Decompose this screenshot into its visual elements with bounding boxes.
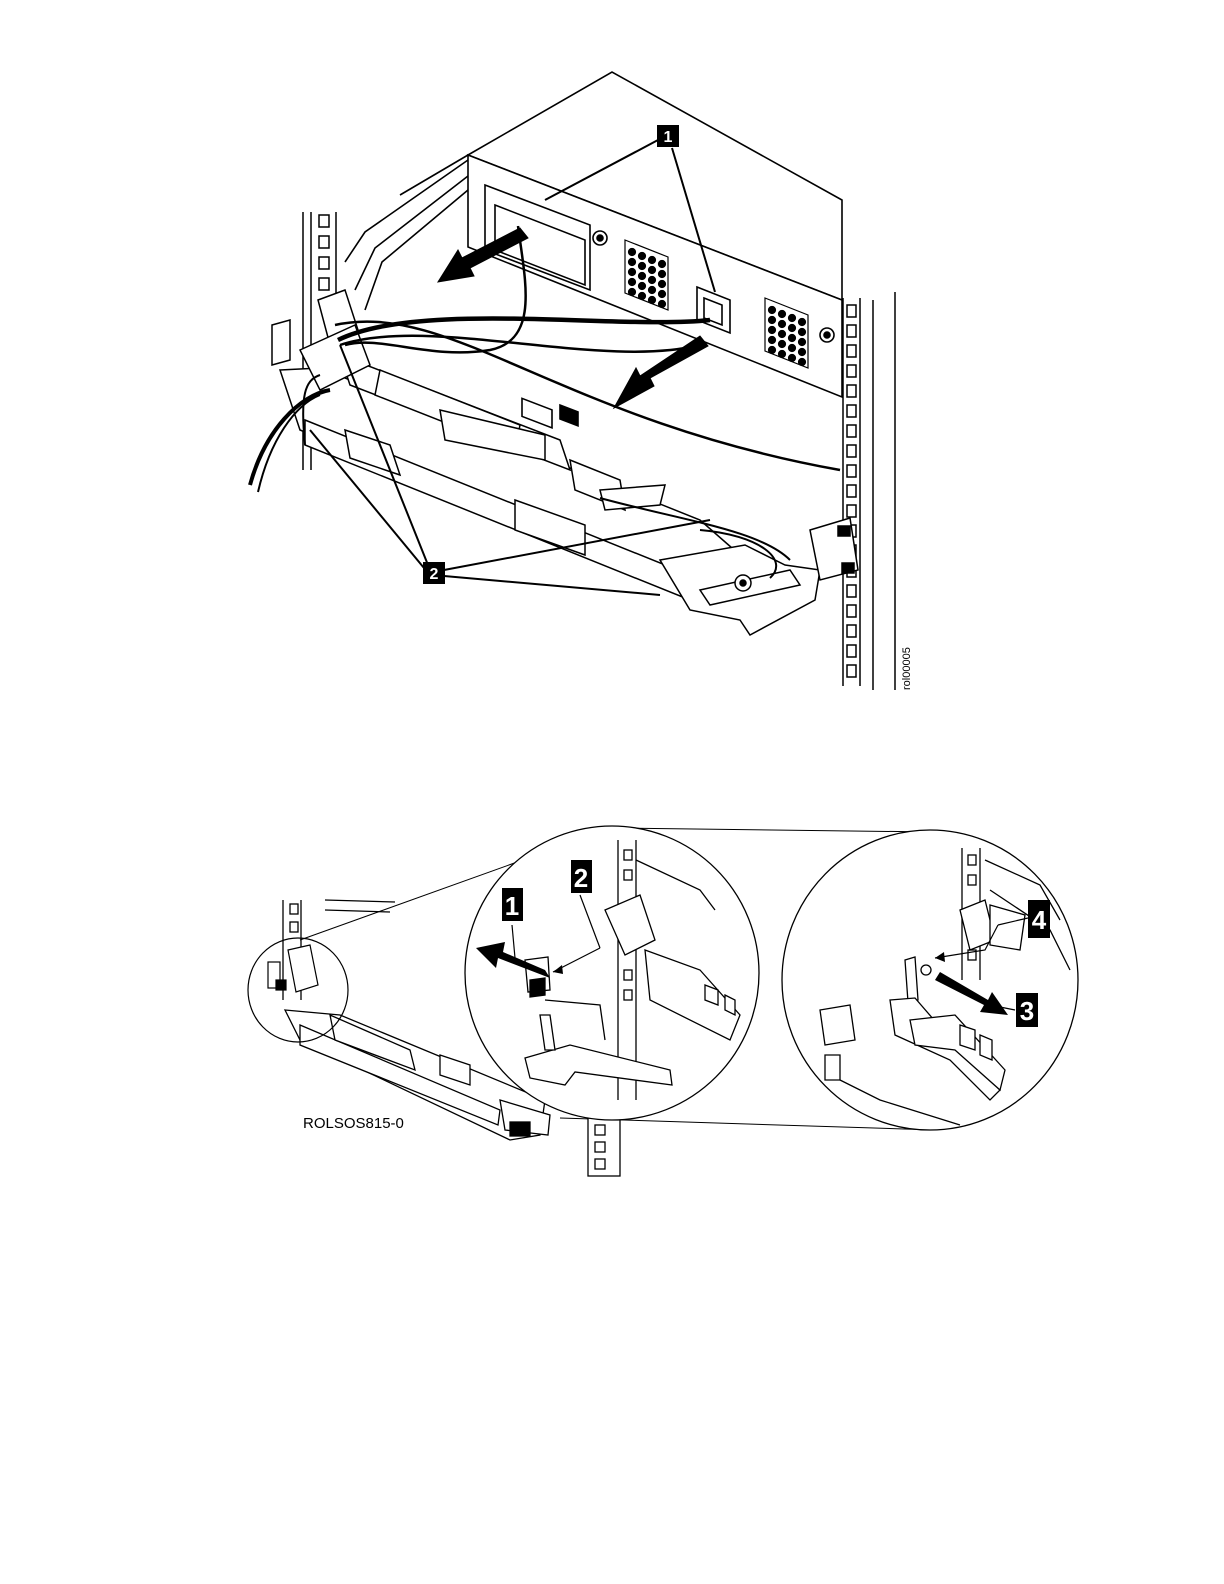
fan-hole — [629, 289, 636, 296]
fan-hole — [649, 297, 656, 304]
fan-hole — [799, 319, 806, 326]
fan-hole — [629, 269, 636, 276]
fan-hole — [639, 263, 646, 270]
fan-hole — [789, 345, 796, 352]
fan-hole — [769, 307, 776, 314]
rail-hole — [847, 305, 856, 317]
fan-hole — [799, 339, 806, 346]
svg-text:1: 1 — [664, 129, 673, 146]
svg-text:2: 2 — [574, 863, 588, 893]
fan-hole — [639, 253, 646, 260]
fan-hole — [789, 355, 796, 362]
fan-hole — [639, 273, 646, 280]
fan-hole — [769, 327, 776, 334]
fan-hole — [629, 279, 636, 286]
rail-hole — [847, 505, 856, 517]
callout-3-bottom: 3 — [1016, 993, 1038, 1027]
callout-4-bottom: 4 — [1028, 900, 1050, 938]
rail-hole — [847, 365, 856, 377]
fan-hole — [659, 261, 666, 268]
fan-hole — [789, 335, 796, 342]
cable-management-arm-illustration: 1 2 rol00005 — [0, 0, 1224, 720]
rail-hole — [847, 325, 856, 337]
overview-hinge — [268, 945, 318, 992]
fan-hole — [789, 325, 796, 332]
rail-hole — [847, 405, 856, 417]
fan-hole — [629, 259, 636, 266]
fan-hole — [649, 277, 656, 284]
figure-id-bottom: ROLSOS815-0 — [303, 1115, 404, 1132]
fan-hole — [769, 347, 776, 354]
svg-text:4: 4 — [1032, 905, 1047, 935]
fan-hole — [649, 267, 656, 274]
fan-hole — [769, 337, 776, 344]
rail-hole — [847, 585, 856, 597]
callout-1-bottom: 1 — [502, 888, 523, 921]
fan-hole — [659, 301, 666, 308]
rail-hole — [847, 665, 856, 677]
fan-hole — [649, 257, 656, 264]
callout-2-bottom: 2 — [571, 860, 592, 893]
rail-hole — [847, 465, 856, 477]
rail-hole — [847, 645, 856, 657]
rail-hole — [847, 385, 856, 397]
svg-text:3: 3 — [1020, 996, 1034, 1026]
cable-arm-release-illustration: 1 2 — [0, 800, 1224, 1200]
fan-hole — [799, 349, 806, 356]
fan-hole — [789, 315, 796, 322]
rail-hole — [847, 485, 856, 497]
svg-text:1: 1 — [505, 891, 519, 921]
fan-hole — [779, 351, 786, 358]
fan-hole — [659, 291, 666, 298]
fan-hole — [769, 317, 776, 324]
rail-hole — [847, 445, 856, 457]
fan-hole — [639, 283, 646, 290]
fan-hole — [779, 341, 786, 348]
detail-circle-middle — [465, 826, 759, 1120]
fan-hole — [629, 249, 636, 256]
rail-hole — [847, 605, 856, 617]
fan-hole — [639, 293, 646, 300]
rail-hole — [847, 345, 856, 357]
fan-hole — [799, 359, 806, 366]
svg-text:2: 2 — [430, 566, 439, 583]
fan-hole — [779, 311, 786, 318]
rack-post-bottom — [588, 1118, 620, 1176]
fan-hole — [779, 321, 786, 328]
detail-circle-right — [782, 830, 1078, 1130]
callout-2-top: 2 — [423, 562, 445, 584]
server-chassis — [345, 72, 842, 428]
fan-hole — [659, 271, 666, 278]
callout-1-top: 1 — [657, 125, 679, 147]
rail-hole — [847, 625, 856, 637]
figure-id-top: rol00005 — [901, 647, 913, 690]
fan-hole — [799, 329, 806, 336]
right-rack-rail — [843, 292, 895, 690]
fan-hole — [779, 331, 786, 338]
fan-hole — [649, 287, 656, 294]
fan-hole — [659, 281, 666, 288]
rail-hole — [847, 425, 856, 437]
